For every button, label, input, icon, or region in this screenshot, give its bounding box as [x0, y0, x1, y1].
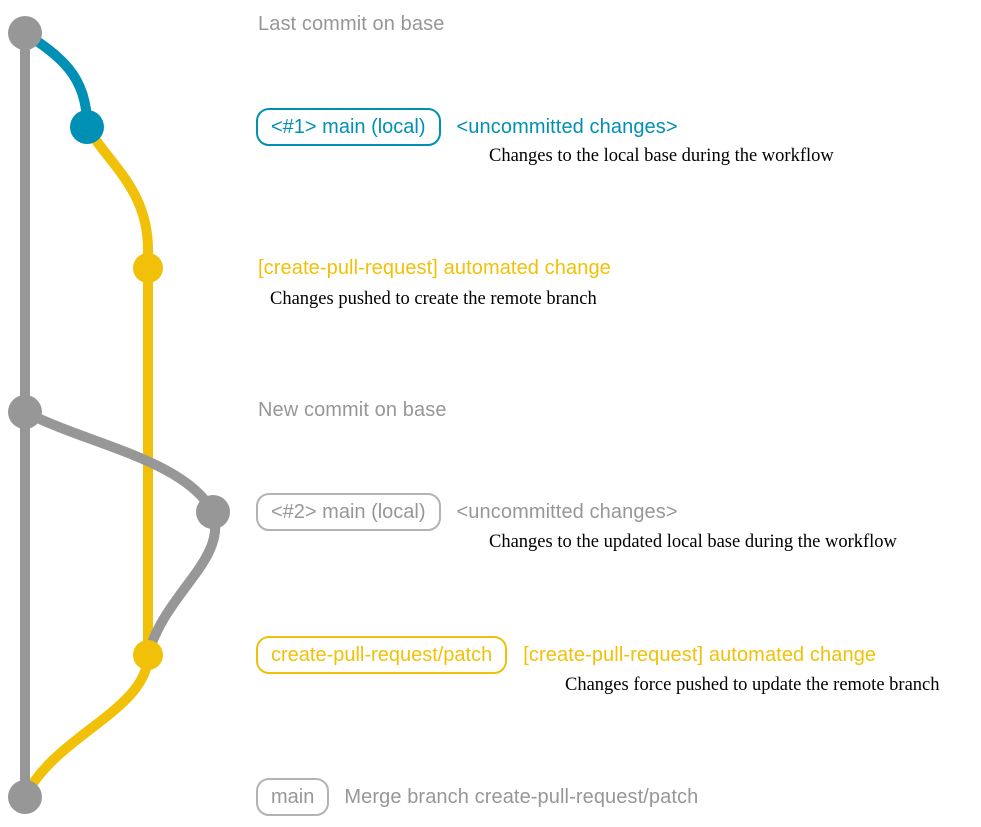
annotation-new-commit: New commit on base: [258, 399, 447, 422]
new-commit-label: New commit on base: [258, 399, 447, 421]
base-branchout-path: [20, 407, 218, 517]
caption-local-base-changes: Changes to the local base during the wor…: [489, 146, 834, 166]
commit-dot-pr-create: [133, 253, 163, 283]
caption-updated-local-base-changes: Changes to the updated local base during…: [489, 532, 897, 552]
annotation-pr-update: create-pull-request/patch [create-pull-r…: [256, 636, 876, 674]
automated-change-label-2: [create-pull-request] automated change: [523, 643, 877, 666]
uncommitted-changes-label-1: <uncommitted changes>: [456, 115, 678, 138]
commit-dot-last-base: [8, 16, 42, 50]
annotation-pr-create: [create-pull-request] automated change: [258, 257, 611, 280]
merge-branch-label: Merge branch create-pull-request/patch: [344, 785, 699, 808]
caption-force-push-update-branch: Changes force pushed to update the remot…: [565, 675, 940, 695]
pr-branch-path: [20, 122, 153, 802]
branch-badge-main-local-2: <#2> main (local): [256, 493, 441, 531]
branch-badge-main-local-1: <#1> main (local): [256, 108, 441, 146]
annotation-local-main-2: <#2> main (local) <uncommitted changes>: [256, 493, 678, 531]
annotation-merge: main Merge branch create-pull-request/pa…: [256, 778, 698, 816]
commit-dot-merge: [8, 780, 42, 814]
annotation-last-commit: Last commit on base: [258, 13, 444, 36]
commit-dot-new-base: [8, 395, 42, 429]
automated-change-label-1: [create-pull-request] automated change: [258, 257, 611, 279]
last-commit-label: Last commit on base: [258, 13, 445, 35]
caption-push-create-branch: Changes pushed to create the remote bran…: [270, 289, 597, 309]
commit-dot-local-main-2: [196, 495, 230, 529]
commit-graph: [8, 16, 230, 814]
branch-badge-pr-patch: create-pull-request/patch: [256, 636, 508, 674]
commit-dot-pr-update: [133, 640, 163, 670]
annotation-local-main-1: <#1> main (local) <uncommitted changes>: [256, 108, 678, 146]
branch-badge-main: main: [256, 778, 330, 816]
base-merge-to-pr-path: [143, 507, 221, 660]
uncommitted-changes-label-2: <uncommitted changes>: [456, 500, 678, 523]
commit-dot-local-main-1: [70, 110, 104, 144]
